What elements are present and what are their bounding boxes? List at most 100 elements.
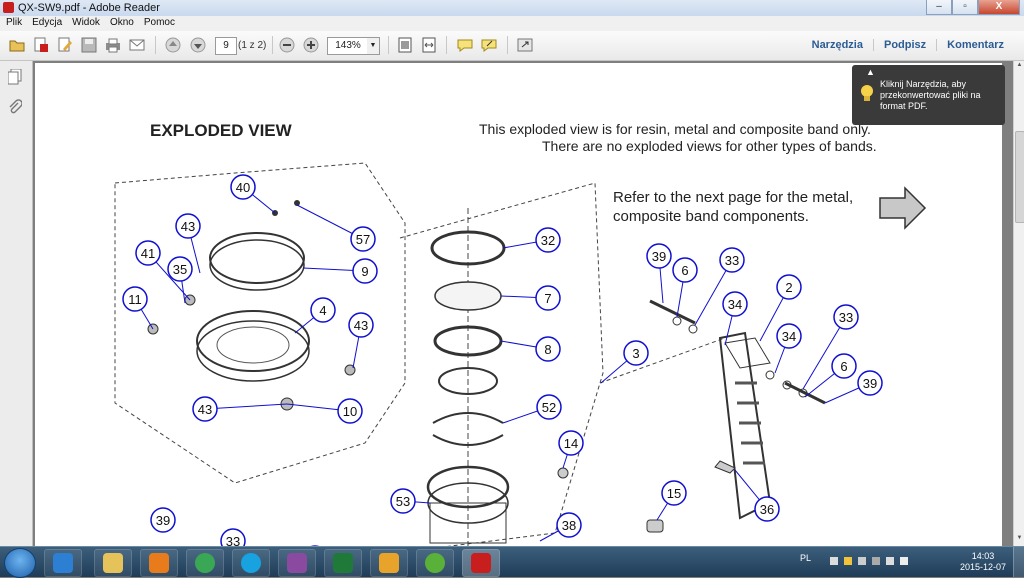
part-label-circle [754,496,780,522]
save-icon[interactable] [80,37,98,53]
taskbar-media[interactable] [140,549,178,577]
part-label-43: 43 [175,213,201,239]
zoom-dropdown-icon[interactable]: ▼ [367,37,380,55]
zoom-out-icon[interactable] [278,37,296,53]
tray-app-icon[interactable] [844,557,852,565]
page-number-input[interactable]: 9 [215,37,237,55]
tray-volume-icon[interactable] [900,557,908,565]
part-label-circle [833,304,859,330]
part-label-circle [310,297,336,323]
previous-page-icon[interactable] [164,37,182,53]
language-indicator[interactable]: PL [800,553,812,563]
sign-link[interactable]: Podpisz [872,39,936,51]
full-screen-icon[interactable] [516,37,534,53]
create-pdf-icon[interactable] [32,37,50,53]
part-label-number: 39 [652,249,666,264]
part-label-53: 53 [390,488,416,514]
fit-width-icon[interactable] [420,37,438,53]
part-label-number: 2 [785,280,792,295]
part-label-number: 41 [141,246,155,261]
part-label-circle [230,174,256,200]
tray-flag-icon[interactable] [858,557,866,565]
minimize-button[interactable]: – [926,0,952,15]
menu-okno[interactable]: Okno [109,17,134,28]
attachments-icon[interactable] [8,99,23,115]
menu-bar: Plik Edycja Widok Okno Pomoc [0,16,1024,32]
taskbar-winrar[interactable] [278,549,316,577]
menu-edycja[interactable]: Edycja [32,17,63,28]
tray-battery-icon[interactable] [872,557,880,565]
next-page-icon[interactable] [189,37,207,53]
taskbar-skype[interactable] [232,549,270,577]
tray-chevron-icon[interactable] [830,557,838,565]
email-icon[interactable] [128,37,146,53]
highlight-icon[interactable] [480,37,498,53]
pages-thumbnail-icon[interactable] [7,68,22,85]
zoom-input[interactable]: 143% [327,37,369,55]
zoom-in-icon[interactable] [302,37,320,53]
maximize-button[interactable]: ▫ [952,0,978,15]
taskbar-evernote[interactable] [416,549,454,577]
part-label-circle [150,507,176,533]
evernote-icon [425,553,445,573]
taskbar-chrome[interactable] [186,549,224,577]
part-label-number: 9 [361,264,368,279]
lightbulb-icon [860,84,874,104]
part-label-33: 33 [719,247,745,273]
part-label-number: 10 [343,404,357,419]
taskbar-ie[interactable] [44,549,82,577]
open-icon[interactable] [8,37,26,53]
toolbar-separator [155,36,156,54]
part-label-number: 52 [542,400,556,415]
clock-date: 2015-12-07 [959,562,1007,572]
internet-explorer-icon [53,553,73,573]
page-count: (1 z 2) [238,40,267,51]
menu-pomoc[interactable]: Pomoc [143,17,175,28]
part-label-number: 34 [728,297,742,312]
close-button[interactable]: X [978,0,1020,15]
menu-widok[interactable]: Widok [72,17,100,28]
edit-icon[interactable] [56,37,74,53]
note-line-1: This exploded view is for resin, metal a… [479,121,871,137]
part-label-number: 43 [198,402,212,417]
start-button[interactable] [4,548,36,578]
part-label-number: 43 [354,318,368,333]
menu-plik[interactable]: Plik [6,17,23,28]
taskbar-outlook[interactable] [370,549,408,577]
taskbar-excel[interactable] [324,549,362,577]
scroll-up-icon[interactable]: ▲ [1016,62,1023,68]
button-part [557,467,569,479]
part-label-number: 34 [782,329,796,344]
show-desktop-button[interactable] [1013,547,1024,577]
part-label-circle [661,480,687,506]
taskbar-adobe-reader[interactable] [462,549,500,577]
part-label-number: 53 [396,494,410,509]
part-label-circle [337,398,363,424]
part-label-2: 2 [776,274,802,300]
comment-icon[interactable] [456,37,474,53]
fit-page-icon[interactable] [396,37,414,53]
scroll-down-icon[interactable]: ▼ [1016,535,1023,541]
comment-link[interactable]: Komentarz [936,39,1014,51]
part-label-circle [220,528,246,546]
tools-link[interactable]: Narzędzia [811,39,863,51]
clock[interactable]: 14:03 2015-12-07 [958,551,1008,573]
scroll-thumb[interactable] [1015,131,1024,223]
part-label-circle [719,247,745,273]
print-icon[interactable] [104,37,122,53]
part-label-circle [535,285,561,311]
part-label-34: 34 [776,323,802,349]
part-label-43: 43 [192,396,218,422]
tray-network-icon[interactable] [886,557,894,565]
glass-part [434,281,502,311]
part-label-circle [776,274,802,300]
taskbar-explorer[interactable] [94,549,132,577]
vertical-scrollbar[interactable]: ▲ ▼ [1013,61,1024,546]
toolbar-separator [507,36,508,54]
part-label-number: 4 [319,303,326,318]
folder-icon [103,553,123,573]
part-label-number: 35 [173,262,187,277]
